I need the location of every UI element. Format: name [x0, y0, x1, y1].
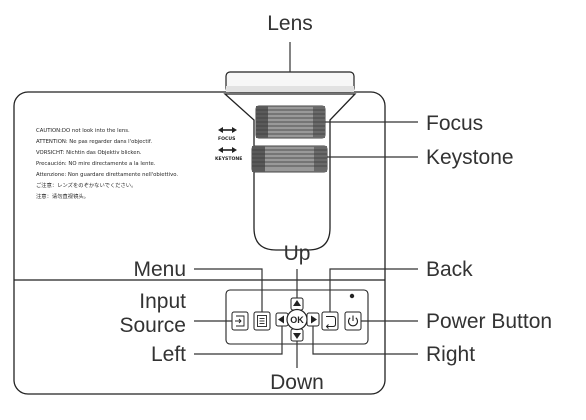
- caution-line: CAUTION:DO not look into the lens.: [36, 128, 130, 134]
- down-button[interactable]: [290, 328, 304, 342]
- menu-leader: [194, 268, 263, 312]
- input-callout-line2: Source: [119, 314, 186, 337]
- arrow-left-icon: [278, 315, 284, 324]
- right-button[interactable]: [306, 312, 320, 327]
- left-button[interactable]: [275, 312, 289, 327]
- focus-indicator: FOCUS: [218, 127, 237, 142]
- left-callout: Left: [151, 343, 186, 366]
- d-pad: OK: [275, 297, 320, 342]
- down-callout: Down: [270, 371, 324, 394]
- keystone-indicator: KEYSTONE: [215, 147, 242, 162]
- back-callout: Back: [426, 258, 473, 281]
- power-icon: [347, 315, 359, 327]
- power-callout: Power Button: [426, 310, 552, 333]
- up-button[interactable]: [290, 297, 304, 311]
- menu-icon: [257, 315, 267, 327]
- indicator-led: [349, 293, 355, 299]
- focus-small-label: FOCUS: [218, 136, 235, 142]
- power-button[interactable]: [344, 311, 362, 331]
- right-callout: Right: [426, 343, 475, 366]
- arrow-down-icon: [293, 333, 301, 339]
- leader-lines: [194, 42, 418, 368]
- caution-line: ATTENTION: Ne pas regarder dans l'object…: [36, 139, 152, 145]
- back-icon: [325, 316, 336, 329]
- focus-callout: Focus: [426, 112, 483, 135]
- caution-line: 注意：请勿直视镜头。: [36, 192, 89, 200]
- input-callout-line1: Input: [139, 290, 186, 313]
- keystone-small-label: KEYSTONE: [215, 156, 242, 162]
- menu-callout: Menu: [133, 258, 186, 281]
- left-leader: [194, 326, 283, 355]
- ok-button[interactable]: OK: [286, 308, 308, 331]
- lens-assembly: [223, 71, 357, 251]
- ok-label: OK: [290, 315, 304, 325]
- back-leader: [329, 268, 418, 312]
- right-leader: [312, 326, 418, 355]
- lens-callout: Lens: [267, 12, 313, 35]
- arrow-up-icon: [293, 300, 301, 306]
- caution-line: Precaución: NO mire directamente a la le…: [36, 160, 156, 167]
- input-source-icon: [235, 315, 245, 327]
- arrow-right-icon: [311, 315, 317, 324]
- caution-line: VORSICHT: Nichtin das Objektiv blicken.: [36, 150, 142, 156]
- keystone-callout: Keystone: [426, 146, 514, 169]
- back-button[interactable]: [321, 311, 339, 331]
- caution-line: ご注意：レンズをのぞかないでください。: [36, 181, 136, 189]
- caution-line: Attenzione: Non guardare direttamente ne…: [36, 172, 178, 178]
- double-arrow-icon: [218, 147, 237, 153]
- input-source-button[interactable]: [231, 311, 249, 331]
- double-arrow-icon: [218, 127, 237, 133]
- caution-text-block: CAUTION:DO not look into the lens. ATTEN…: [36, 128, 178, 200]
- up-callout: Up: [284, 242, 311, 265]
- menu-button[interactable]: [253, 311, 271, 331]
